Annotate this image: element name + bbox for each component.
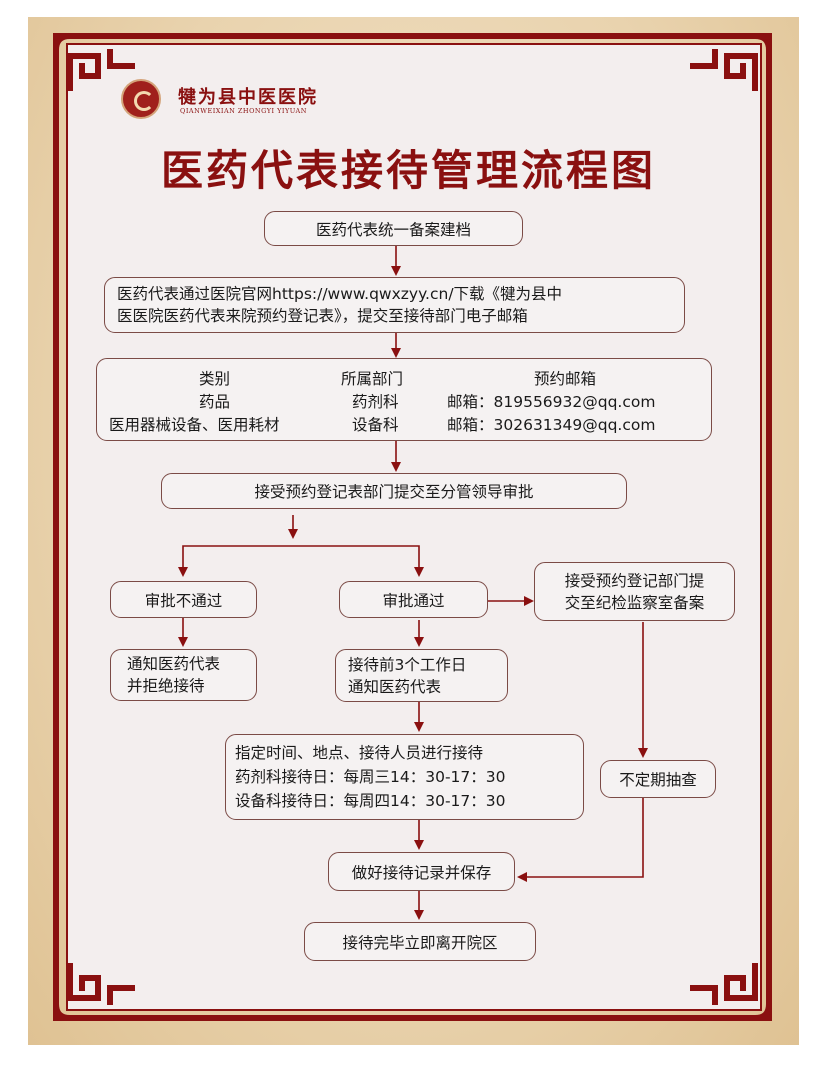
step-rejected: 审批不通过 [110, 581, 257, 618]
step-approved-text: 审批通过 [382, 591, 445, 610]
table-cell-drug: 药品 [199, 393, 231, 411]
table-cell-equipment: 设备科 [352, 416, 399, 434]
table-header-email: 预约邮箱 [534, 370, 597, 388]
step-download-line-1: 医药代表通过医院官网https://www.qwxzyy.cn/下载《犍为县中 [117, 285, 563, 303]
step-notify-line-2: 通知医药代表 [348, 677, 442, 696]
department-email-table [96, 358, 712, 441]
step-leave-text: 接待完毕立即离开院区 [342, 933, 498, 952]
step-record-keep-text: 做好接待记录并保存 [351, 863, 492, 882]
hospital-name: 犍为县中医医院 [178, 87, 318, 108]
step-schedule-line-2: 药剂科接待日：每周三14：30-17：30 [235, 768, 506, 786]
table-cell-device: 医用器械设备、医用耗材 [109, 416, 280, 434]
step-schedule-line-3: 设备科接待日：每周四14：30-17：30 [235, 792, 506, 810]
step-leave: 接待完毕立即离开院区 [304, 922, 536, 961]
step-record-keep: 做好接待记录并保存 [328, 852, 515, 891]
step-leader-approval-text: 接受预约登记表部门提交至分管领导审批 [254, 483, 534, 501]
step-spot-check: 不定期抽查 [600, 760, 716, 798]
step-reject-notice-line-2: 并拒绝接待 [127, 677, 205, 695]
step-notify: 接待前3个工作日 通知医药代表 [335, 649, 508, 702]
step-leader-approval: 接受预约登记表部门提交至分管领导审批 [161, 473, 627, 509]
step-registration: 医药代表统一备案建档 [264, 211, 523, 246]
table-cell-equipment-email: 邮箱：302631349@qq.com [447, 416, 656, 434]
step-record-filing-line-2: 交至纪检监察室备案 [564, 593, 705, 612]
table-header-category: 类别 [199, 370, 231, 388]
step-registration-text: 医药代表统一备案建档 [315, 220, 471, 239]
step-approved: 审批通过 [339, 581, 488, 618]
hospital-name-en: QIANWEIXIAN ZHONGYI YIYUAN [180, 107, 307, 115]
step-record-filing-line-1: 接受预约登记部门提 [564, 571, 705, 590]
step-record-filing: 接受预约登记部门提 交至纪检监察室备案 [534, 562, 735, 621]
table-header-department: 所属部门 [341, 370, 404, 388]
table-cell-pharmacy-email: 邮箱：819556932@qq.com [447, 393, 656, 411]
step-schedule-line-1: 指定时间、地点、接待人员进行接待 [235, 744, 484, 762]
page-title: 医药代表接待管理流程图 [160, 146, 656, 195]
hospital-logo [121, 79, 161, 119]
step-spot-check-text: 不定期抽查 [619, 771, 697, 789]
step-rejected-text: 审批不通过 [144, 591, 223, 610]
step-schedule: 指定时间、地点、接待人员进行接待 药剂科接待日：每周三14：30-17：30 设… [225, 734, 584, 820]
table-cell-pharmacy: 药剂科 [352, 393, 399, 411]
step-download-submit: 医药代表通过医院官网https://www.qwxzyy.cn/下载《犍为县中 … [104, 277, 685, 333]
step-download-line-2: 医医院医药代表来院预约登记表》，提交至接待部门电子邮箱 [117, 307, 528, 325]
step-reject-notice-line-1: 通知医药代表 [127, 655, 221, 673]
step-notify-line-1: 接待前3个工作日 [348, 655, 467, 674]
step-reject-notice: 通知医药代表 并拒绝接待 [110, 649, 257, 701]
